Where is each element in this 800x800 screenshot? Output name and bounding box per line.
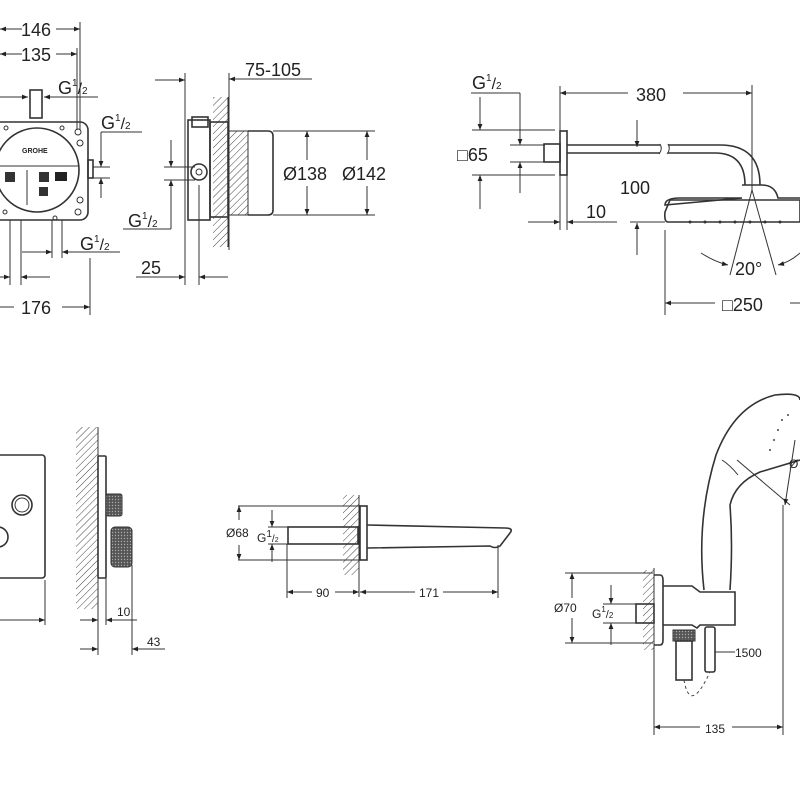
dim-inner-diameter: Ø138: [283, 164, 327, 184]
hand-thread-label: G1/2: [592, 605, 614, 621]
thread-top-label: G1/2: [58, 78, 88, 98]
dim-width-outer: 146: [21, 20, 51, 40]
dim-height: 100: [620, 178, 650, 198]
thread-bottom-label: G1/2: [80, 234, 110, 254]
dim-flange: □65: [457, 145, 488, 165]
dim-head-size: □250: [722, 295, 763, 315]
dim-rough: 90: [316, 586, 330, 600]
grohe-logo: GROHE: [22, 148, 48, 155]
thread-side-label: G1/2: [128, 211, 158, 231]
hand-projection: 135: [705, 722, 725, 736]
head-thread-label: G1/2: [472, 73, 502, 93]
hand-shower-view: Ø 1500 Ø70 G1/2 135: [554, 393, 800, 736]
spout-thread-label: G1/2: [257, 529, 279, 545]
dim-bottom-width: 176: [21, 298, 51, 318]
dim-outer-diameter: Ø142: [342, 164, 386, 184]
mixer-box-front-view: 146 135 G1/2 GROHE G1/2: [0, 20, 142, 318]
dim-arm-length: 380: [636, 85, 666, 105]
hand-head-diameter-partial: Ø: [789, 457, 798, 471]
bath-spout-view: Ø68 G1/2 90 171: [226, 495, 512, 600]
hand-diameter: Ø70: [554, 601, 577, 615]
dim-hose: 1500: [735, 646, 762, 660]
dim-plate-depth: 10: [117, 605, 131, 619]
dim-total-depth: 43: [147, 635, 161, 649]
head-shower-view: G1/2 □65 380 100 10 20°: [457, 73, 800, 315]
thread-right-label: G1/2: [101, 113, 131, 133]
dim-wall-depth: 75-105: [245, 60, 301, 80]
dim-offset: 25: [141, 258, 161, 278]
mixer-box-side-view: 75-105 Ø138 Ø142 G1/2 25: [123, 60, 386, 285]
trim-plate-view: 10 43: [0, 427, 165, 655]
dim-angle: 20°: [735, 259, 762, 279]
dim-flange-depth: 10: [586, 202, 606, 222]
spout-diameter: Ø68: [226, 526, 249, 540]
dim-projection: 171: [419, 586, 439, 600]
dim-width-inner: 135: [21, 45, 51, 65]
